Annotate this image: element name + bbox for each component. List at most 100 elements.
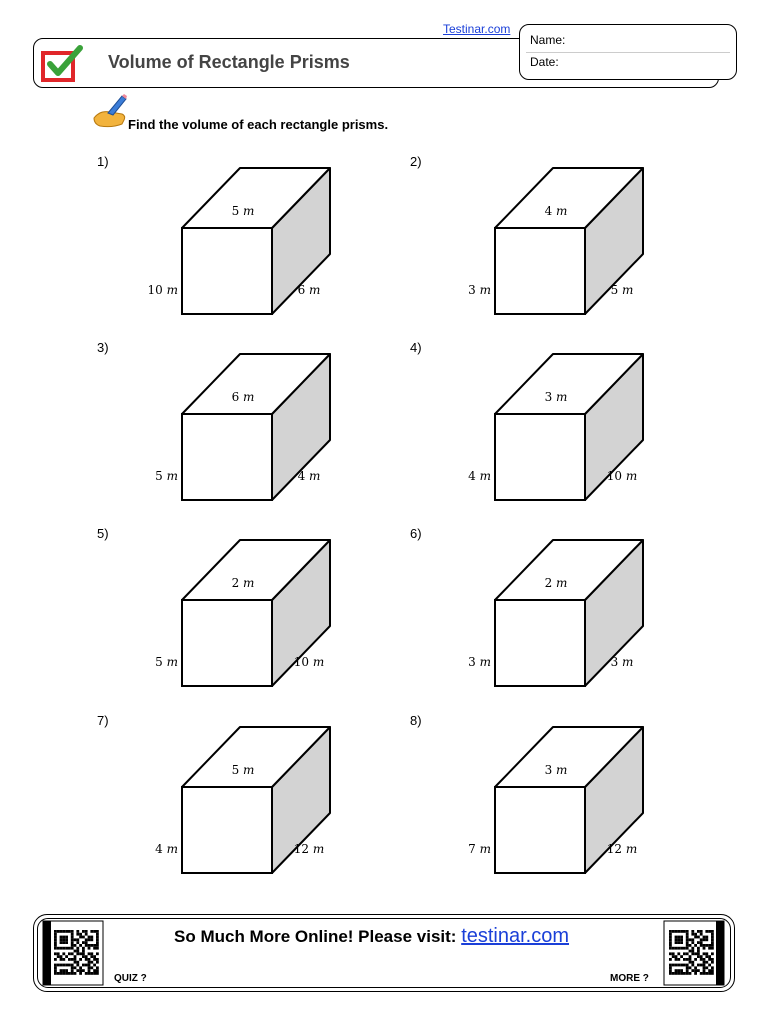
- footer-banner: So Much More Online! Please visit: testi…: [33, 914, 735, 992]
- problem-number: 5): [97, 526, 109, 541]
- right-dimension-label-unit: m: [313, 655, 324, 669]
- right-dimension-label-value: 3: [611, 655, 619, 669]
- top-dimension-label-value: 3: [545, 390, 553, 404]
- left-dimension-label-unit: m: [167, 842, 178, 856]
- prism-front-face: [181, 786, 273, 874]
- right-dimension-label-value: 4: [298, 469, 306, 483]
- left-dimension-label-value: 3: [468, 283, 476, 297]
- name-label: Name:: [530, 33, 566, 47]
- left-dimension-label-value: 10: [148, 283, 163, 297]
- left-dimension-label: 7 m: [468, 842, 491, 856]
- right-dimension-label: 10 m: [294, 655, 325, 669]
- right-dimension-label: 12 m: [607, 842, 638, 856]
- date-label: Date:: [530, 55, 559, 69]
- left-dimension-label: 5 m: [155, 655, 178, 669]
- writing-hand-icon: [93, 94, 127, 128]
- top-dimension-label-unit: m: [243, 763, 254, 777]
- prism-front-face: [181, 227, 273, 315]
- left-dimension-label: 4 m: [155, 842, 178, 856]
- left-dimension-label-value: 3: [468, 655, 476, 669]
- instruction-text: Find the volume of each rectangle prisms…: [128, 117, 389, 132]
- left-dimension-label: 4 m: [468, 469, 491, 483]
- prism-front-face: [181, 599, 273, 687]
- top-dimension-label-unit: m: [556, 204, 567, 218]
- right-dimension-label: 3 m: [611, 655, 634, 669]
- left-dimension-label: 3 m: [468, 283, 491, 297]
- promo-message: So Much More Online! Please visit:: [174, 927, 462, 946]
- page-title: Volume of Rectangle Prisms: [108, 52, 350, 72]
- problem-number: 4): [410, 340, 422, 355]
- left-dimension-label-unit: m: [480, 283, 491, 297]
- top-dimension-label: 2 m: [545, 576, 568, 590]
- right-dimension-label-value: 10: [607, 469, 622, 483]
- top-dimension-label: 5 m: [232, 204, 255, 218]
- left-dimension-label-unit: m: [167, 469, 178, 483]
- right-dimension-label-unit: m: [313, 842, 324, 856]
- top-dimension-label: 6 m: [232, 390, 255, 404]
- promo-text: So Much More Online! Please visit: testi…: [174, 925, 569, 948]
- left-dimension-label-value: 5: [155, 655, 163, 669]
- problem-number: 8): [410, 713, 422, 728]
- problem-number: 7): [97, 713, 109, 728]
- prism-front-face: [181, 413, 273, 501]
- top-dimension-label-value: 3: [545, 763, 553, 777]
- prism-front-face: [494, 227, 586, 315]
- problem-number: 2): [410, 154, 422, 169]
- top-dimension-label-unit: m: [556, 763, 567, 777]
- name-date-box: Name: Date:: [519, 24, 737, 80]
- top-dimension-label-value: 2: [545, 576, 553, 590]
- top-dimension-label: 4 m: [545, 204, 568, 218]
- left-dimension-label-value: 5: [155, 469, 163, 483]
- right-dimension-label-unit: m: [626, 842, 637, 856]
- top-dimension-label-unit: m: [243, 390, 254, 404]
- left-dimension-label-unit: m: [167, 283, 178, 297]
- right-dimension-label-value: 5: [611, 283, 619, 297]
- prism-front-face: [494, 599, 586, 687]
- top-dimension-label: 2 m: [232, 576, 255, 590]
- right-dimension-label-unit: m: [309, 283, 320, 297]
- prism-front-face: [494, 786, 586, 874]
- left-dimension-label: 5 m: [155, 469, 178, 483]
- right-dimension-label: 12 m: [294, 842, 325, 856]
- top-dimension-label-unit: m: [556, 390, 567, 404]
- right-dimension-label: 10 m: [607, 469, 638, 483]
- left-dimension-label-unit: m: [480, 842, 491, 856]
- right-dimension-label: 6 m: [298, 283, 321, 297]
- right-dimension-label-unit: m: [626, 469, 637, 483]
- more-label: MORE ?: [610, 973, 649, 984]
- top-dimension-label-unit: m: [243, 576, 254, 590]
- left-dimension-label-unit: m: [480, 469, 491, 483]
- right-dimension-label-value: 12: [607, 842, 622, 856]
- right-dimension-label-value: 12: [294, 842, 309, 856]
- left-dimension-label-unit: m: [480, 655, 491, 669]
- top-dimension-label-value: 4: [545, 204, 553, 218]
- right-dimension-label-unit: m: [309, 469, 320, 483]
- left-dimension-label-value: 4: [468, 469, 476, 483]
- problem-number: 6): [410, 526, 422, 541]
- top-dimension-label-value: 5: [232, 763, 240, 777]
- checkmark-logo-icon: [41, 45, 83, 82]
- top-dimension-label-value: 2: [232, 576, 240, 590]
- qr-code-icon[interactable]: [663, 920, 725, 986]
- promo-link[interactable]: testinar.com: [461, 925, 570, 947]
- quiz-label: QUIZ ?: [114, 973, 147, 984]
- top-dimension-label: 3 m: [545, 763, 568, 777]
- top-dimension-label-value: 5: [232, 204, 240, 218]
- left-dimension-label-value: 7: [468, 842, 476, 856]
- testinar-link[interactable]: Testinar.com: [443, 22, 511, 36]
- name-date-divider: [526, 52, 730, 53]
- qr-code-icon[interactable]: [42, 920, 104, 986]
- right-dimension-label-value: 10: [294, 655, 309, 669]
